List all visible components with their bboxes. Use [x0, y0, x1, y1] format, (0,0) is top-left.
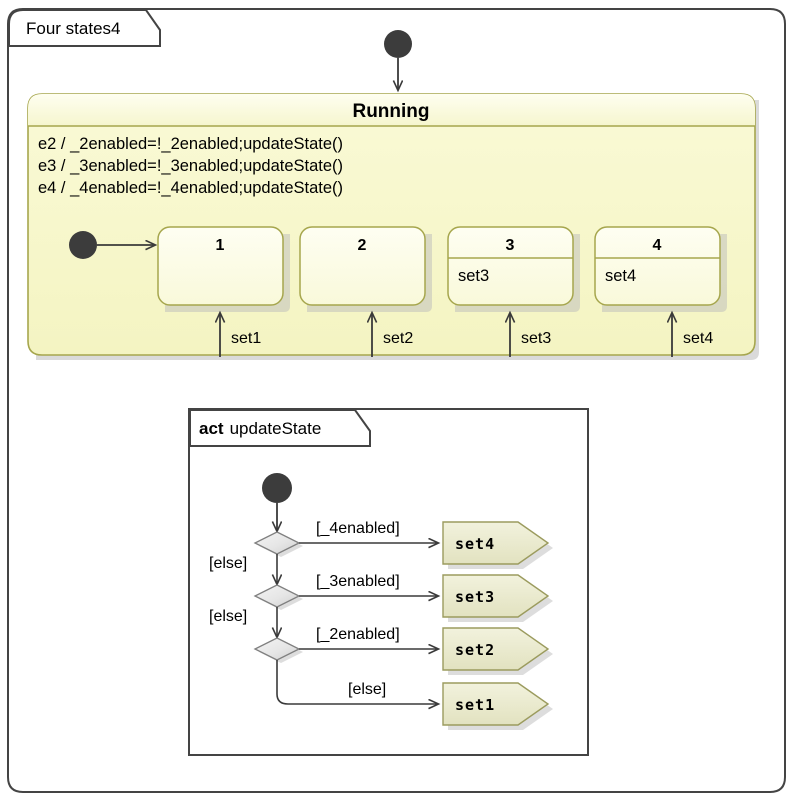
decision-node-2[interactable]	[253, 584, 303, 610]
running-transition-2: e4 / _4enabled=!_4enabled;updateState()	[38, 179, 343, 197]
final-else-guard: [else]	[348, 681, 386, 698]
substate-2[interactable]: 2	[299, 226, 432, 312]
activity-frame-label: updateState	[230, 419, 322, 438]
signal-set4[interactable]: set4	[442, 521, 553, 569]
decision-3-true-guard: [_2enabled]	[316, 626, 400, 643]
decision-2-false-guard: [else]	[209, 608, 247, 625]
running-transition-1: e3 / _3enabled=!_3enabled;updateState()	[38, 157, 343, 175]
signal-set2-label: set2	[455, 641, 495, 659]
running-state-title: Running	[352, 101, 429, 122]
signal-set3-label: set3	[455, 588, 495, 606]
substate-3-body: set3	[458, 267, 489, 285]
decision-1-false-guard: [else]	[209, 555, 247, 572]
signal-set2[interactable]: set2	[442, 627, 553, 675]
substate-1[interactable]: 1	[157, 226, 290, 312]
decision-node-1[interactable]	[253, 531, 303, 557]
incoming-transitions: set1 set2 set3 set4	[220, 313, 713, 357]
substate-4[interactable]: 4 set4	[594, 226, 727, 312]
signal-set4-label: set4	[455, 535, 495, 553]
decision-1-true-guard: [_4enabled]	[316, 520, 400, 537]
substate-4-body: set4	[605, 267, 636, 285]
activity-frame: act updateState [_4enabled] [else] [_3ena…	[188, 408, 589, 756]
substate-3[interactable]: 3 set3	[447, 226, 580, 312]
running-initial-node-icon	[69, 231, 97, 259]
incoming-label-set1: set1	[231, 330, 261, 347]
signal-set1-label: set1	[455, 696, 495, 714]
incoming-label-set4: set4	[683, 330, 713, 347]
activity-initial-node-icon	[262, 473, 292, 503]
top-initial-node-group	[384, 30, 412, 90]
outer-frame-label: Four states4	[26, 19, 121, 38]
activity-frame-keyword: act	[199, 419, 224, 438]
final-else-edge	[276, 660, 438, 704]
incoming-label-set2: set2	[383, 330, 413, 347]
signal-set1[interactable]: set1	[442, 682, 553, 730]
substate-4-name: 4	[653, 237, 662, 254]
substate-2-name: 2	[358, 237, 367, 254]
signal-set3[interactable]: set3	[442, 574, 553, 622]
activity-frame-header: act updateState	[199, 419, 321, 438]
substate-1-name: 1	[216, 237, 225, 254]
running-state[interactable]: Running e2 / _2enabled=!_2enabled;update…	[27, 93, 759, 360]
initial-node-icon	[384, 30, 412, 58]
incoming-label-set3: set3	[521, 330, 551, 347]
running-transition-0: e2 / _2enabled=!_2enabled;updateState()	[38, 135, 343, 153]
decision-2-true-guard: [_3enabled]	[316, 573, 400, 590]
substate-3-name: 3	[506, 237, 515, 254]
